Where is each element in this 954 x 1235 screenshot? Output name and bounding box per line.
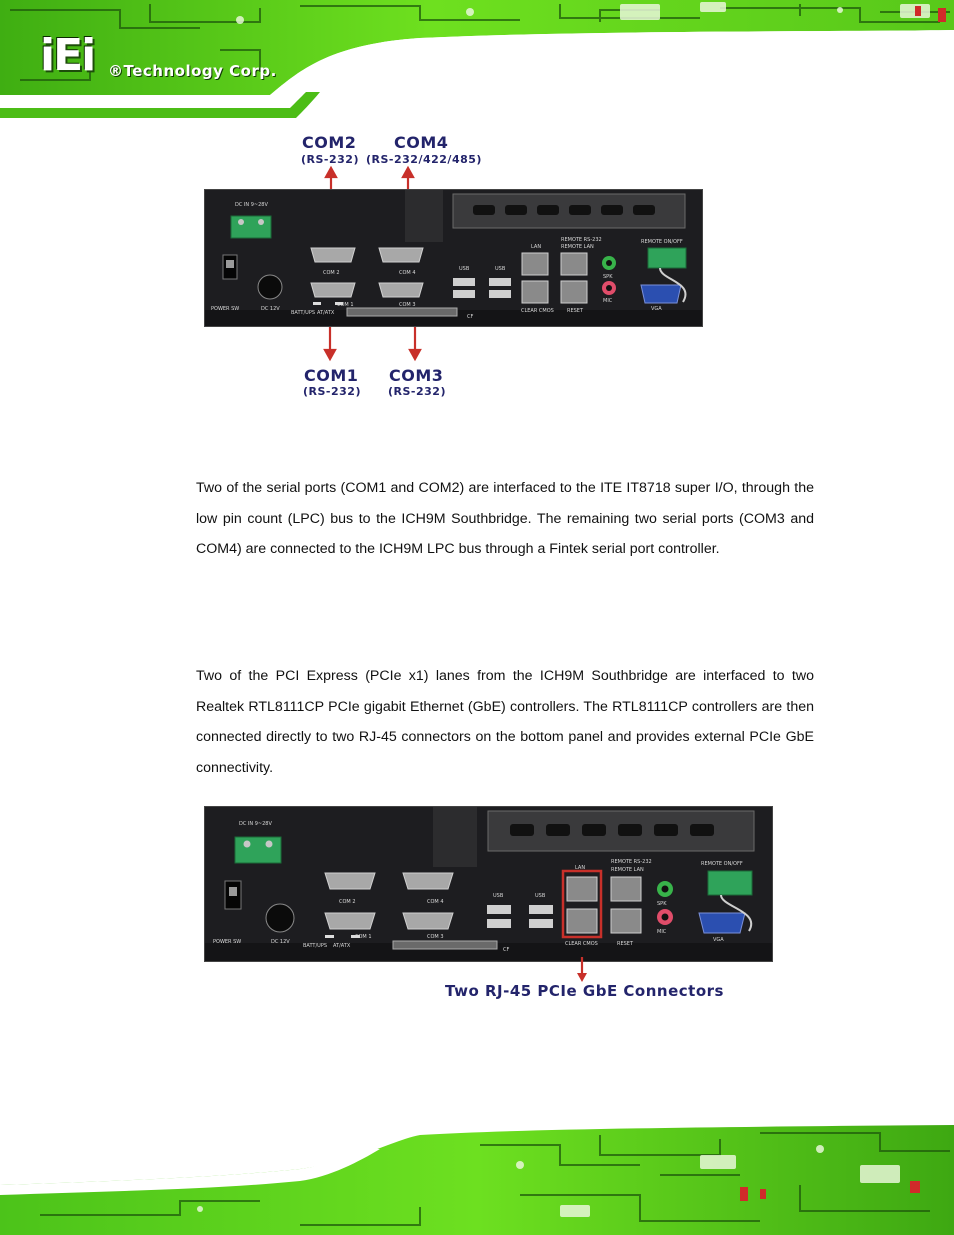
label-cf: CF: [503, 947, 510, 953]
label-spk: SPK: [603, 274, 613, 280]
com3-callout: COM3: [389, 366, 444, 385]
label-dc-in: DC IN 9~28V: [235, 202, 268, 208]
serial-ports-paragraph: Two of the serial ports (COM1 and COM2) …: [196, 480, 814, 558]
label-power-sw: POWER SW: [213, 939, 242, 945]
label-dc12: DC 12V: [271, 939, 290, 945]
label-com4: COM 4: [427, 899, 444, 905]
label-remote-onoff: REMOTE ON/OFF: [641, 239, 683, 245]
label-usb-b: USB: [495, 266, 506, 272]
footer-banner: [0, 1125, 954, 1235]
header-banner: iEi ®Technology Corp.: [0, 0, 954, 120]
circuit-board-background: [0, 0, 954, 120]
bottom-panel-photo-lan: DC IN 9~28V POWER SW DC 12V BATT/UPS AT/…: [204, 806, 773, 962]
label-usb-a: USB: [459, 266, 470, 272]
label-power-sw: POWER SW: [211, 306, 240, 312]
label-batt: BATT/UPS: [291, 310, 316, 316]
label-com1: COM 1: [337, 302, 354, 308]
label-remote-rs232: REMOTE RS-232: [611, 859, 652, 865]
label-vga: VGA: [651, 306, 662, 312]
label-usb-b: USB: [535, 893, 546, 899]
com1-callout: COM1: [304, 366, 359, 385]
circuit-board-background: [0, 1125, 954, 1235]
label-atatx: AT/ATX: [333, 943, 351, 949]
label-com1: COM 1: [355, 934, 372, 940]
com4-standard: (RS-232/422/485): [366, 153, 482, 166]
label-dc12: DC 12V: [261, 306, 280, 312]
label-batt: BATT/UPS: [303, 943, 328, 949]
label-remote-rs232: REMOTE RS-232: [561, 237, 602, 243]
label-clear-cmos: CLEAR CMOS: [521, 308, 554, 314]
label-cf: CF: [467, 314, 474, 320]
bottom-panel-photo: DC IN 9~28V POWER SW DC 12V BATT/UPS AT/…: [204, 189, 703, 327]
company-logo-mark: iEi: [40, 30, 96, 81]
label-reset: RESET: [567, 308, 584, 314]
label-atatx: AT/ATX: [317, 310, 335, 316]
label-com2: COM 2: [323, 270, 340, 276]
label-com2: COM 2: [339, 899, 356, 905]
label-vga: VGA: [713, 937, 724, 943]
com2-standard: (RS-232): [301, 153, 359, 166]
label-com3: COM 3: [399, 302, 416, 308]
ethernet-paragraph: Two of the PCI Express (PCIe x1) lanes f…: [196, 668, 814, 777]
company-logo-text: ®Technology Corp.: [108, 62, 277, 80]
label-clear-cmos: CLEAR CMOS: [565, 941, 598, 947]
label-spk: SPK: [657, 901, 667, 907]
com1-standard: (RS-232): [303, 385, 361, 398]
rj45-connectors-callout: Two RJ-45 PCIe GbE Connectors: [445, 982, 724, 1000]
label-dc-in: DC IN 9~28V: [239, 821, 272, 827]
label-com4: COM 4: [399, 270, 416, 276]
label-lan: LAN: [575, 865, 586, 871]
label-remote-lan: REMOTE LAN: [561, 244, 594, 250]
com4-callout: COM4: [394, 133, 449, 152]
label-com3: COM 3: [427, 934, 444, 940]
lan-callout-arrow: [577, 957, 587, 982]
label-mic: MIC: [657, 929, 667, 935]
com3-standard: (RS-232): [388, 385, 446, 398]
label-remote-lan: REMOTE LAN: [611, 867, 644, 873]
label-mic: MIC: [603, 298, 613, 304]
label-usb-a: USB: [493, 893, 504, 899]
com2-callout: COM2: [302, 133, 357, 152]
label-remote-onoff: REMOTE ON/OFF: [701, 861, 743, 867]
label-lan: LAN: [531, 244, 542, 250]
label-reset: RESET: [617, 941, 634, 947]
